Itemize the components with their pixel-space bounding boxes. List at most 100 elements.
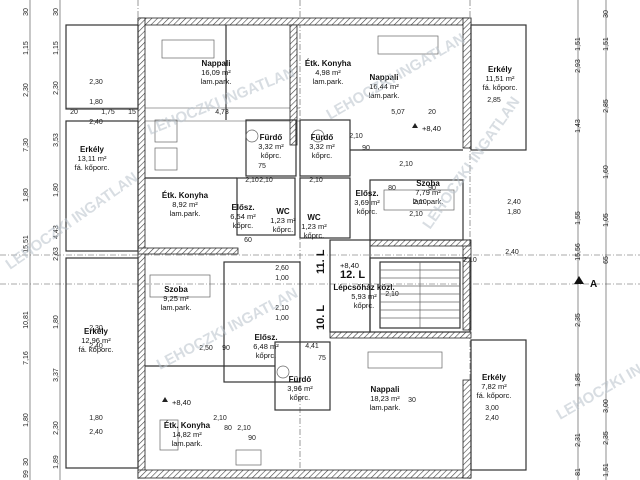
dimension-label: 2,10 [349,133,363,140]
dimension-label: 30 [23,458,30,466]
dimension-label: 90 [222,345,230,352]
dimension-label: 2,40 [89,119,103,126]
level-markers: +8,40 +8,40 +8,40 [162,123,441,407]
room-floor: lam.park. [201,77,232,86]
room-area: 11,51 m² [485,74,515,83]
dimension-label: 2,60 [275,265,289,272]
room-area: 16,09 m² [201,68,231,77]
dimension-label: 5,07 [391,109,405,116]
dimension-label: 2,40 [485,415,499,422]
room-floor: fá. kőporc. [78,345,113,354]
dimension-label: 2,10 [409,211,423,218]
room-name: Étk. Konyha [305,59,352,68]
room-area: 18,23 m² [370,394,400,403]
dimension-label: 1,15 [23,41,30,55]
room-area: 8,92 m² [172,200,198,209]
room-area: 1,23 m² [270,216,296,225]
room-floor: kőprc. [304,231,324,240]
room-floor: fá. kőporc. [476,391,511,400]
dimension-label: 2,30 [89,325,103,332]
dimension-label: 1,55 [575,211,582,225]
dimension-label: 1,43 [575,119,582,133]
walls [65,17,527,479]
room-floor: kőprc. [273,225,293,234]
dimension-label: 2,35 [575,313,582,327]
dimension-label: 1,80 [89,99,103,106]
dimension-label: 2,10 [245,177,259,184]
section-marker: A [574,276,597,290]
room-name: WC [276,207,290,216]
room-area: 4,98 m² [315,68,341,77]
dimension-label: 20 [70,109,78,116]
dimension-label: 2,50 [199,345,213,352]
dimension-label: 80 [224,425,232,432]
room-area: 3,32 m² [309,142,335,151]
room-name: Szoba [416,179,440,188]
room-name: Fürdő [289,375,312,384]
room-floor: fá. kőporc. [482,83,517,92]
dimension-label: 90 [428,185,436,192]
room-area: 7,82 m² [481,382,507,391]
dimension-label: 1,75 [101,109,115,116]
level-triangle-icon [162,397,168,402]
dimension-label: 2,35 [603,431,610,445]
room-name: Erkély [84,327,109,336]
dimension-label: 2,30 [23,83,30,97]
dimension-label: 3,00 [603,399,610,413]
room-area: 3,96 m² [287,384,313,393]
dimension-label: 15,51 [23,235,30,253]
room-area: 3,32 m² [258,142,284,151]
section-arrow-icon [574,276,584,284]
dimension-label: 60 [244,237,252,244]
room-name: Elősz. [231,203,254,212]
dimension-label: 99 [23,470,30,478]
room-area: 12,96 m² [81,336,111,345]
dimension-label: 30 [23,8,30,16]
room-floor: kőprc. [256,351,276,360]
level-triangle-icon [412,123,418,128]
dimension-label: 1,51 [603,37,610,51]
dimension-label: 2,40 [89,429,103,436]
room-floor: kőprc. [354,301,374,310]
dimension-label: 1,80 [23,413,30,427]
dimension-label: 2,10 [309,177,323,184]
room-floor: lam.park. [413,197,444,206]
dimension-label: 75 [318,355,326,362]
dimension-label: 2,10 [385,291,399,298]
dimension-label: 81 [575,468,582,476]
dimension-label: 2,10 [413,199,427,206]
room-area: 7,79 m² [415,188,441,197]
room-name: Lépcsőház közl. [333,283,394,292]
dimension-label: 15 [128,109,136,116]
room-name: Fürdő [311,133,334,142]
dimension-label: 1,05 [603,213,610,227]
dimension-label: 2,63 [53,247,60,261]
dimension-label: 2,10 [237,425,251,432]
room-floor: lam.park. [313,77,344,86]
dimension-label: 2,10 [259,177,273,184]
flat-label-12: 12. L [340,269,365,281]
dimension-label: 4,43 [53,225,60,239]
dimension-label: 2,30 [89,79,103,86]
room-floor: lam.park. [369,91,400,100]
dimension-label: 30 [603,10,610,18]
dimension-label: 3,00 [485,405,499,412]
room-name: Elősz. [254,333,277,342]
room-name: Étk. Konyha [162,191,209,200]
dimension-label: 2,10 [463,257,477,264]
room-area: 5,93 m² [351,292,377,301]
room-area: 6,54 m² [230,212,256,221]
dimension-label: 7,30 [23,138,30,152]
dimension-label: 4,41 [305,343,319,350]
